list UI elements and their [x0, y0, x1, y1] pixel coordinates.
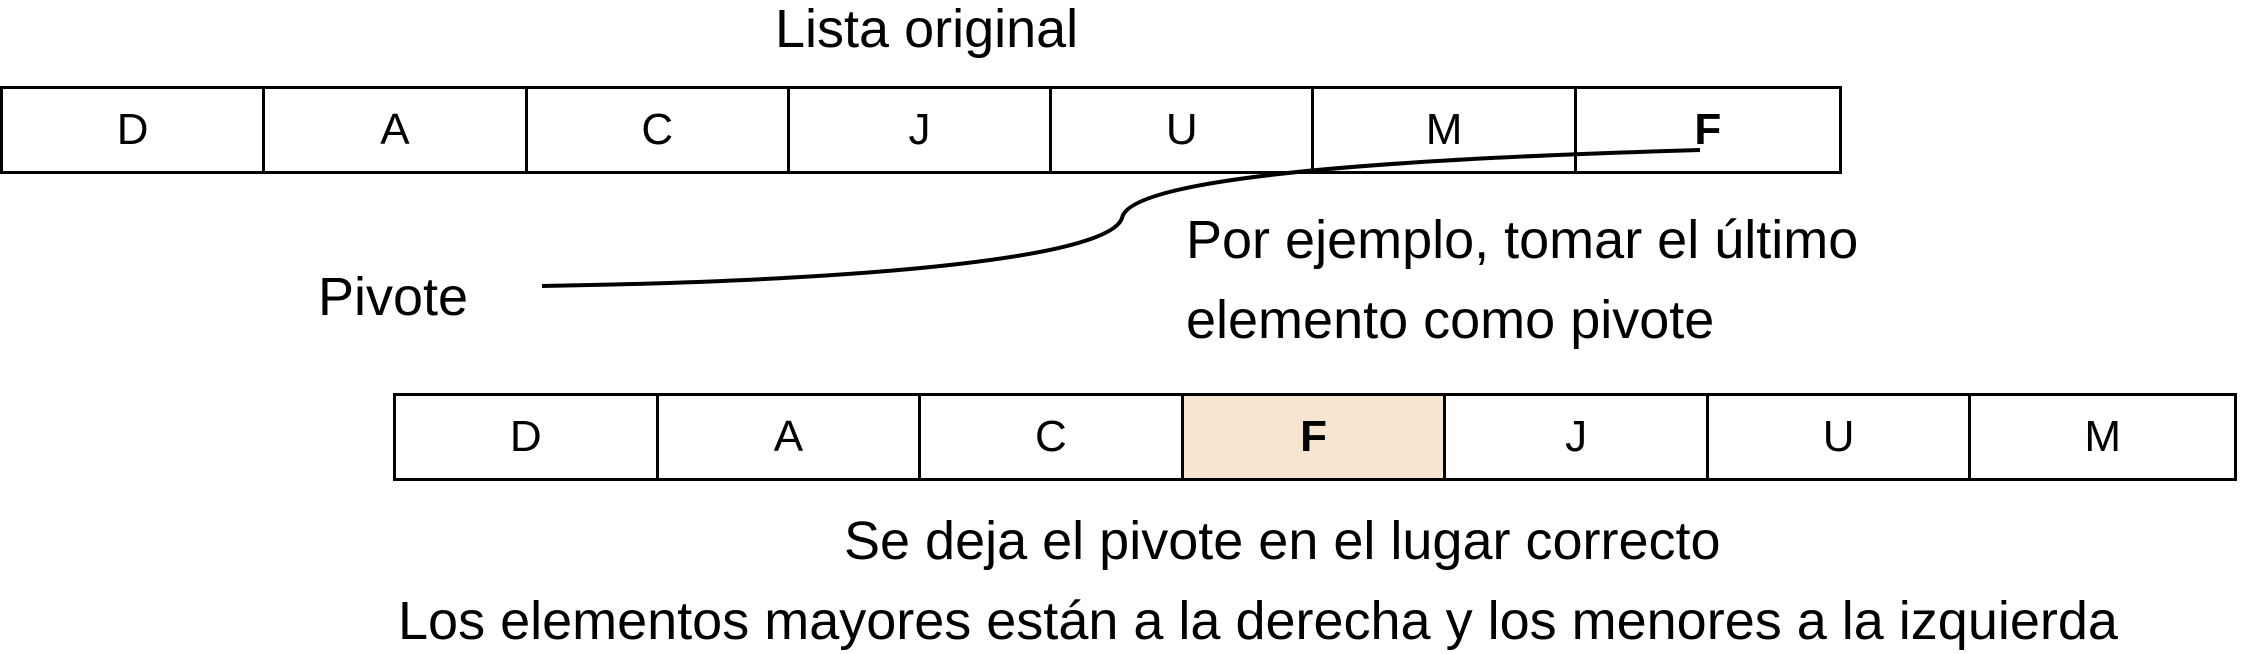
pivot-note-line-2: elemento como pivote	[1186, 290, 1715, 350]
partitioned-list-cell: A	[658, 396, 922, 478]
partitioned-list-cell: U	[1708, 396, 1972, 478]
partitioned-list-cell: C	[921, 396, 1184, 478]
original-list-cell: A	[265, 89, 528, 171]
original-list-cell: U	[1052, 89, 1315, 171]
partitioned-list-cell: M	[1971, 396, 2235, 478]
original-list-cell: C	[527, 89, 790, 171]
result-line-2: Los elementos mayores están a la derecha…	[398, 591, 2118, 651]
partitioned-list-cell-pivot: F	[1183, 396, 1447, 478]
pivot-label: Pivote	[318, 267, 469, 327]
original-list-cell-pivot: F	[1576, 89, 1839, 171]
original-list-cell: D	[3, 89, 266, 171]
pivot-note-line-1: Por ejemplo, tomar el último	[1186, 210, 1859, 270]
result-line-1: Se deja el pivote en el lugar correcto	[844, 511, 1721, 571]
original-list-cell: M	[1314, 89, 1577, 171]
partitioned-list: D A C F J U M	[393, 393, 2237, 481]
partitioned-list-cell: D	[396, 396, 659, 478]
original-list-cell: J	[789, 89, 1053, 171]
partitioned-list-cell: J	[1446, 396, 1709, 478]
original-list: D A C J U M F	[0, 86, 1842, 174]
original-list-title: Lista original	[775, 0, 1079, 59]
